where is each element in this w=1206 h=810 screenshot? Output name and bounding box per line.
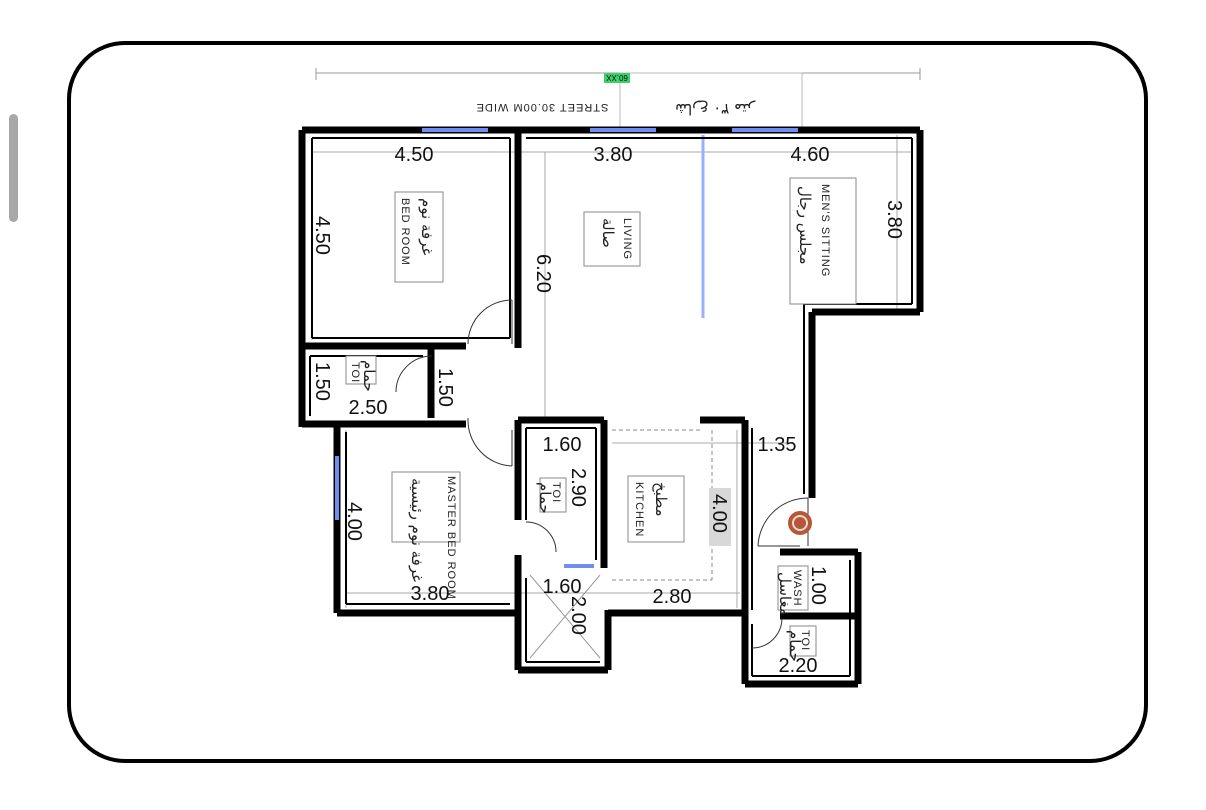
room-toi-left-en: TOI [349,362,361,383]
dim-right-h: 3.80 [883,200,905,239]
dim-toi-left-w: 2.50 [349,397,388,419]
walls [298,126,924,688]
room-kitchen-ar: مطبخ [652,482,670,517]
room-living-ar: صالة [599,218,617,248]
dim-wash-h: 1.00 [807,566,829,605]
room-toi-left: TOI حمام [345,355,378,392]
room-living: LIVING صالة [583,211,641,267]
room-master-ar: غرفة نوم رئيسية [408,478,426,582]
kitchen-counters [612,429,713,581]
room-mens-sitting: MEN'S SITTING مجلس رجال [789,177,857,305]
room-kitchen-en: KITCHEN [633,482,645,537]
room-wash: WASH مغاسل [776,565,809,616]
room-wash-en: WASH [791,570,803,607]
room-toi-mid-ar: حمام [536,482,554,514]
room-bedroom: BED ROOM غرفة نوم [394,191,444,283]
room-toi-right: TOI حمام [786,625,817,662]
room-master-en: MASTER BED ROOM [445,476,457,600]
kitchen-dim-highlight [709,488,731,546]
fixture-icon [788,511,812,535]
scrollbar[interactable] [9,114,18,222]
dim-top-right: 4.60 [791,144,830,166]
dim-living-h: 6.20 [532,254,554,293]
street-badge: 60.XX [605,73,627,82]
dim-bed-h: 4.50 [311,216,333,255]
dim-master-w: 3.80 [411,583,450,605]
room-wash-ar: مغاسل [776,572,794,616]
dim-kitchen-w: 2.80 [653,586,692,608]
wall-inner [309,137,913,677]
room-master: MASTER BED ROOM غرفة نوم رئيسية [391,471,461,600]
dim-toi-mid-w: 1.60 [543,434,582,456]
room-bedroom-en: BED ROOM [399,198,411,266]
dim-toi-right-w: 2.20 [779,655,818,677]
dim-shaft-h: 2.00 [567,596,589,635]
room-mens-ar: مجلس رجال [796,186,814,265]
dim-corr-h: 1.50 [434,368,456,407]
room-toi-left-ar: حمام [360,360,378,392]
windows [335,128,798,568]
doors [395,299,809,649]
dim-shaft-w: 1.60 [543,576,582,598]
dim-master-h: 4.00 [343,502,365,541]
street-line: 60.XX STREET 30.00M WIDE شارع ٣٠ متر [315,68,921,130]
dim-toi-left-h: 1.50 [311,362,333,401]
street-badge-bg [604,73,630,83]
street-arabic: شارع ٣٠ متر [675,100,756,118]
dim-corr-right: 1.35 [758,434,797,456]
room-toi-mid: TOI حمام [536,477,567,514]
dim-toi-mid-h: 2.90 [567,468,589,507]
room-toi-right-ar: حمام [786,630,804,662]
dimensions: 4.50 3.80 4.60 3.80 4.50 6.20 1.50 2.50 … [311,144,905,677]
room-toi-mid-en: TOI [550,482,562,503]
dim-top-left: 4.50 [395,144,434,166]
room-mens-en: MEN'S SITTING [819,184,831,277]
room-bedroom-ar: غرفة نوم [418,198,436,255]
dim-kitchen-h: 4.00 [708,494,730,533]
room-toi-right-en: TOI [799,630,811,651]
dim-top-mid: 3.80 [594,144,633,166]
room-living-en: LIVING [621,218,633,260]
street-label: STREET 30.00M WIDE [476,101,609,113]
shaft-cross [529,574,601,659]
room-kitchen: KITCHEN مطبخ [627,475,685,543]
